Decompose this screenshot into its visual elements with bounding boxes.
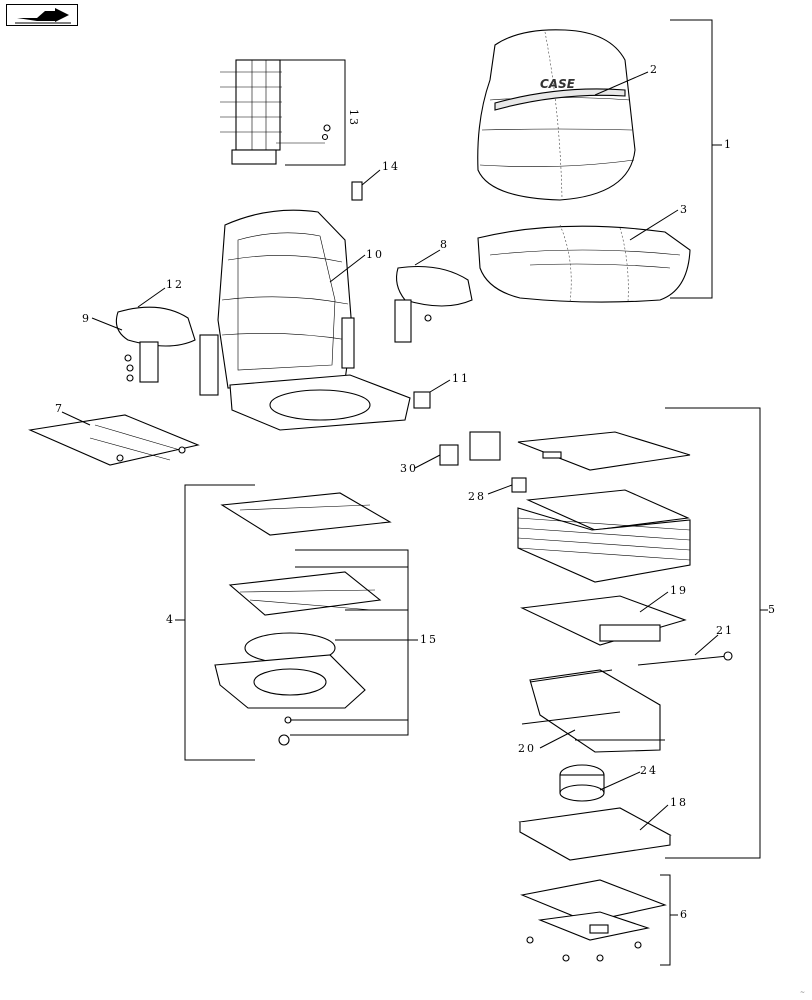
- brand-logo: CASE: [540, 77, 576, 91]
- callout-28: 28: [468, 490, 486, 503]
- callout-4: 4: [166, 613, 175, 626]
- suspension-group: [517, 431, 733, 861]
- next-page-arrow-icon: [15, 8, 71, 24]
- callout-8: 8: [440, 238, 449, 251]
- slide-rail-group: [214, 492, 392, 746]
- bracket-6: [660, 874, 671, 966]
- callout-2: 2: [650, 63, 659, 76]
- slide-plate: [28, 414, 200, 466]
- bracket-5: [665, 407, 761, 859]
- latch-part: [351, 169, 381, 201]
- callout-7: 7: [55, 402, 64, 415]
- armrest-right: [394, 265, 473, 343]
- callout-15: 15: [420, 633, 438, 646]
- callout-11: 11: [452, 372, 470, 385]
- armrest-left: [115, 306, 196, 383]
- callout-20: 20: [518, 742, 536, 755]
- callout-18: 18: [670, 796, 688, 809]
- bracket-4: [184, 484, 255, 761]
- callout-5: 5: [768, 603, 777, 616]
- mounting-plates: [520, 879, 667, 962]
- callout-3: 3: [680, 203, 689, 216]
- page-marker: ~: [800, 989, 805, 996]
- switch-parts: [439, 431, 527, 493]
- callout-19: 19: [670, 584, 688, 597]
- callout-6: 6: [680, 908, 689, 921]
- callout-12: 12: [166, 278, 184, 291]
- leaders-15: [290, 549, 418, 736]
- next-page-button[interactable]: [6, 4, 78, 26]
- seat-frame: [199, 209, 411, 431]
- callout-24: 24: [640, 764, 658, 777]
- seat-back-cushion: CASE: [477, 29, 636, 201]
- callout-30: 30: [400, 462, 418, 475]
- bracket-part: [413, 379, 451, 409]
- seat-cushion: [477, 224, 691, 303]
- callout-1: 1: [724, 138, 733, 151]
- callout-10: 10: [366, 248, 384, 261]
- callout-9: 9: [82, 312, 91, 325]
- lumbar-support-assembly: [220, 59, 346, 166]
- callout-13: 13: [347, 109, 360, 127]
- callout-21: 21: [716, 624, 734, 637]
- callout-14: 14: [382, 160, 400, 173]
- bracket-1: [670, 19, 713, 299]
